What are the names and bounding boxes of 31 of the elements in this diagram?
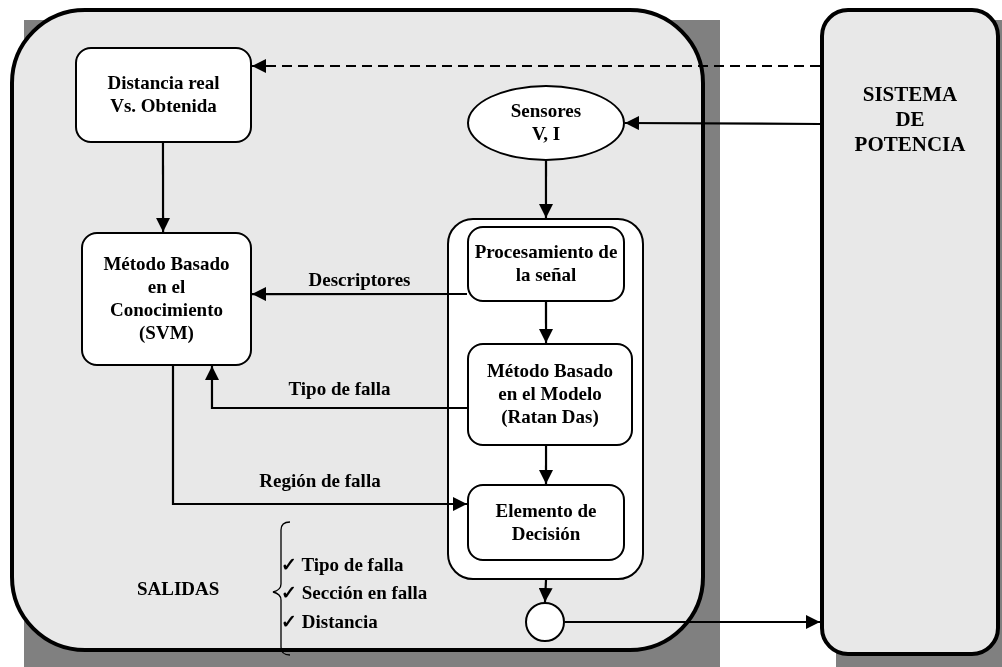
arrow xyxy=(252,287,467,302)
arrow xyxy=(539,302,553,343)
system-panel xyxy=(10,8,705,652)
process-box xyxy=(81,232,252,366)
process-box xyxy=(467,226,625,302)
node-label: Método Basado en el Modelo (Ratan Das) xyxy=(485,360,615,429)
process-group xyxy=(447,218,644,580)
node-label: SISTEMA DE POTENCIA xyxy=(854,82,966,158)
node-label: Distancia real Vs. Obtenida xyxy=(106,72,221,118)
arrow xyxy=(538,579,553,603)
process-box xyxy=(75,47,252,143)
arrow xyxy=(625,116,820,131)
output-item: ✓ Tipo de falla xyxy=(281,554,404,577)
arrow xyxy=(171,366,467,511)
arrow xyxy=(539,161,553,218)
arrow xyxy=(539,446,553,484)
process-box xyxy=(467,343,633,446)
node-label: Sensores V, I xyxy=(509,100,583,146)
output-circle xyxy=(525,602,565,642)
arrow xyxy=(156,143,171,232)
node-label: Método Basado en el Conocimiento (SVM) xyxy=(102,253,231,345)
outputs-label: SALIDAS xyxy=(137,578,220,601)
node-label: Elemento de Decisión xyxy=(494,499,598,546)
output-item: ✓ Distancia xyxy=(281,611,378,634)
output-item: ✓ Sección en falla xyxy=(281,582,428,605)
arrow xyxy=(205,366,467,410)
power-system-panel xyxy=(820,8,1000,656)
dashed-arrow xyxy=(252,59,820,73)
process-box xyxy=(467,484,625,561)
arrow xyxy=(565,615,820,629)
node-label: Procesamiento de la señal xyxy=(473,241,619,287)
